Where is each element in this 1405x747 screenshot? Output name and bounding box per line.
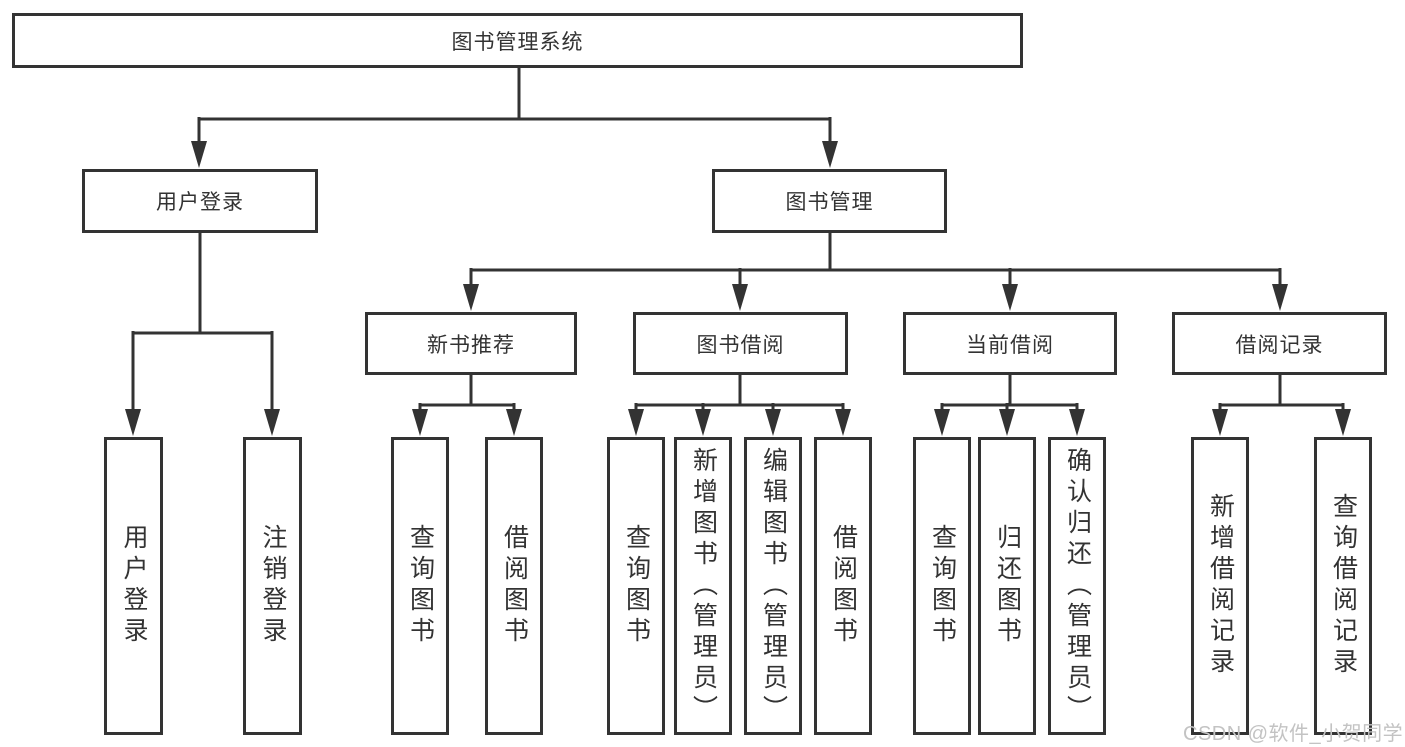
- leaf-query-books-3: 查询图书: [913, 437, 971, 735]
- leaf-add-borrow-record: 新增借阅记录: [1191, 437, 1249, 735]
- leaf-user-login: 用户登录: [104, 437, 163, 735]
- leaf-borrow-books-1: 借阅图书: [485, 437, 543, 735]
- leaf-edit-books-admin: 编辑图书（管理员）: [744, 437, 802, 735]
- connector-borrowing: [634, 375, 845, 412]
- connector-new-books: [418, 375, 516, 412]
- leaf-query-borrow-record: 查询借阅记录: [1314, 437, 1372, 735]
- csdn-watermark: CSDN @软件_小贺同学: [1183, 723, 1404, 745]
- node-new-book-recommend: 新书推荐: [365, 312, 577, 375]
- node-borrow-records: 借阅记录: [1172, 312, 1387, 375]
- node-book-borrowing: 图书借阅: [633, 312, 848, 375]
- connector-records: [1218, 375, 1345, 412]
- connector-current: [940, 375, 1079, 412]
- node-current-borrowing: 当前借阅: [903, 312, 1117, 375]
- leaf-return-books: 归还图书: [978, 437, 1036, 735]
- node-root-system: 图书管理系统: [12, 13, 1023, 68]
- leaf-confirm-return-admin: 确认归还（管理员）: [1048, 437, 1106, 735]
- node-user-login-branch: 用户登录: [82, 169, 318, 233]
- connector-root: [197, 68, 832, 143]
- node-book-management-branch: 图书管理: [712, 169, 947, 233]
- leaf-query-books-2: 查询图书: [607, 437, 665, 735]
- leaf-logout: 注销登录: [243, 437, 302, 735]
- connector-book-mgmt: [469, 233, 1282, 286]
- arrowheads: [125, 141, 1351, 436]
- connector-user-login: [131, 233, 274, 412]
- leaf-query-books-1: 查询图书: [391, 437, 449, 735]
- leaf-add-books-admin: 新增图书（管理员）: [674, 437, 732, 735]
- leaf-borrow-books-2: 借阅图书: [814, 437, 872, 735]
